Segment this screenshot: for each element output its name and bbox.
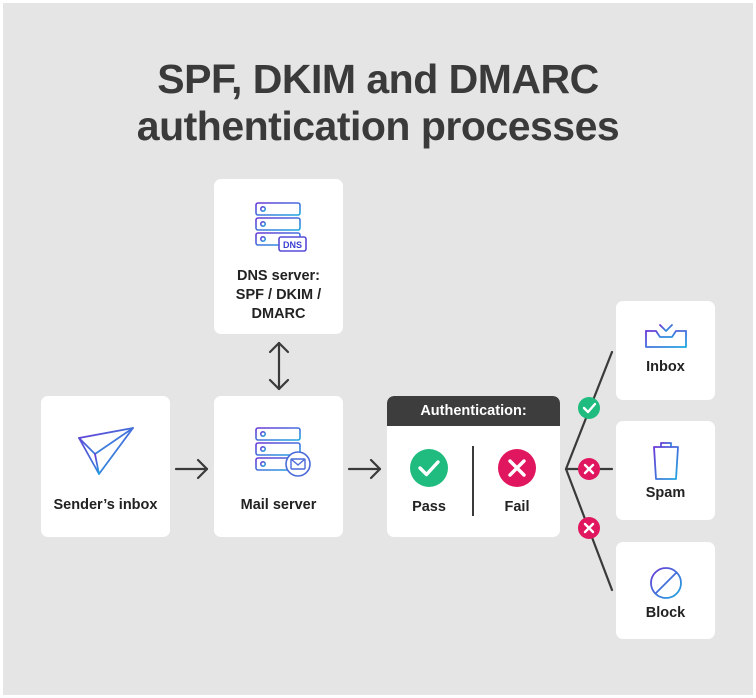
inbox-pass-marker: [578, 397, 600, 419]
mail-to-auth-arrow: [347, 458, 382, 480]
server-icon: [255, 202, 307, 252]
pass-check-icon: [410, 449, 448, 487]
block-label: Block: [645, 605, 686, 621]
inbox-card: Inbox: [616, 301, 715, 400]
dns-mail-bidirectional-arrow: [268, 341, 290, 391]
pass-fail-divider: [472, 446, 474, 516]
block-fail-marker: [578, 517, 600, 539]
dns-server-label-line-3: DMARC: [251, 306, 306, 322]
authentication-header: Authentication:: [387, 396, 560, 426]
inbox-label: Inbox: [646, 359, 685, 375]
diagram-title: SPF, DKIM and DMARC authentication proce…: [0, 56, 756, 150]
mail-server-card: Mail server: [214, 396, 343, 537]
inbox-tray-icon: [645, 316, 687, 348]
dns-server-card: DNS DNS server: SPF / DKIM / DMARC: [214, 179, 343, 334]
pass-label: Pass: [412, 499, 446, 515]
mail-server-label: Mail server: [240, 497, 317, 513]
trash-icon: [650, 442, 682, 480]
block-icon: [650, 567, 682, 599]
spam-card: Spam: [616, 421, 715, 520]
sender-to-mail-arrow: [174, 458, 209, 480]
dns-server-label-line-1: DNS server:: [236, 268, 320, 284]
title-line-1: SPF, DKIM and DMARC: [157, 56, 599, 102]
fail-label: Fail: [504, 499, 530, 515]
spam-label: Spam: [645, 485, 686, 501]
block-card: Block: [616, 542, 715, 639]
fail-x-icon: [498, 449, 536, 487]
dns-server-label-line-2: SPF / DKIM /: [235, 287, 322, 303]
title-line-2: authentication processes: [136, 103, 620, 149]
server-mail-icon: [255, 427, 311, 477]
authentication-card: Authentication: Pass Fail: [387, 396, 560, 537]
paper-plane-icon: [78, 427, 134, 475]
senders-inbox-card: Sender’s inbox: [41, 396, 170, 537]
senders-inbox-label: Sender’s inbox: [53, 497, 158, 513]
spam-fail-marker: [578, 458, 600, 480]
dns-badge-text: DNS: [282, 240, 302, 250]
